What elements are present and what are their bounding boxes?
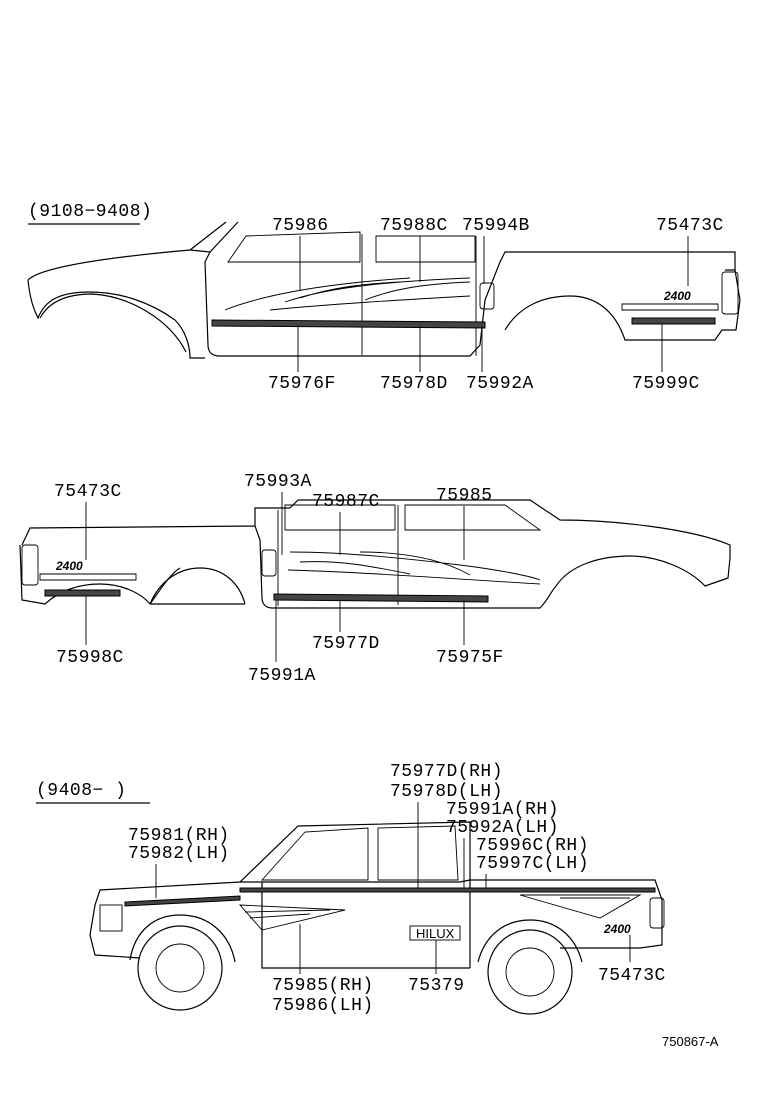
bed-emblem-2400: 2400 — [603, 922, 631, 936]
fender-graphic — [238, 904, 346, 931]
part-75998C: 75998C — [56, 648, 124, 668]
bed-graphic — [519, 894, 642, 919]
part-75982-LH: 75982(LH) — [128, 844, 230, 864]
part-75975F: 75975F — [436, 648, 504, 668]
front-tire — [137, 925, 223, 1011]
part-75994B: 75994B — [462, 216, 530, 236]
part-75473C-top: 75473C — [656, 216, 724, 236]
part-75977D-RH: 75977D(RH) — [390, 762, 503, 782]
late-rear-wheel-arch — [477, 919, 583, 963]
late-windows — [260, 825, 459, 881]
leaders-early-right — [297, 236, 689, 372]
leaders-early-left — [85, 492, 465, 662]
left-rear-bed-stripe — [44, 589, 121, 597]
rear-emblem-base — [621, 303, 719, 311]
part-75985-RH: 75985(RH) — [272, 976, 374, 996]
beltline-stripe — [239, 887, 656, 893]
leaders-late — [155, 802, 631, 974]
late-tail-lamp — [649, 897, 665, 929]
part-75997C-LH: 75997C(LH) — [476, 854, 589, 874]
section-late: (9408− ) HILUX 2400 75977D(RH) 75978D(LH… — [36, 762, 719, 1049]
door-emblem-hilux: HILUX — [416, 926, 455, 941]
hood-stripe — [124, 895, 241, 907]
section-early-left-side: 2400 75473C 75993A 75987C 75985 75998C 7… — [19, 472, 731, 686]
part-75978D-LH: 75978D(LH) — [390, 782, 503, 802]
late-front-wheel-arch — [129, 914, 236, 963]
rear-bed-stripe — [631, 317, 716, 325]
headlamp — [99, 904, 123, 932]
left-cab-window — [284, 504, 542, 531]
cab-window — [227, 231, 476, 263]
part-75985-left: 75985 — [436, 486, 493, 506]
left-fuel-door — [261, 549, 277, 577]
fuel-door — [479, 282, 495, 310]
part-75991A-RH: 75991A(RH) — [446, 800, 559, 820]
door-emblem-box — [409, 925, 461, 941]
rear-emblem-2400: 2400 — [663, 289, 691, 303]
part-75977D: 75977D — [312, 634, 380, 654]
part-75991A: 75991A — [248, 666, 316, 686]
part-75992A: 75992A — [466, 374, 534, 394]
part-75993A: 75993A — [244, 472, 312, 492]
part-75987C: 75987C — [312, 492, 380, 512]
part-75978D: 75978D — [380, 374, 448, 394]
part-75379: 75379 — [408, 976, 465, 996]
left-front-wheel-arch — [555, 555, 731, 587]
truck-outline-right — [27, 221, 736, 359]
range-label-late: (9408− ) — [36, 781, 126, 801]
part-75986: 75986 — [272, 216, 329, 236]
rear-rim — [505, 947, 555, 997]
lower-body-stripe — [211, 319, 486, 329]
section-early-right-side: (9108−9408) 2400 75986 75988C 75994B 754… — [27, 202, 741, 394]
left-tail-lamp — [21, 544, 39, 586]
part-75976F: 75976F — [268, 374, 336, 394]
figure-id: 750867-A — [662, 1034, 719, 1049]
left-emblem-2400: 2400 — [55, 559, 83, 573]
truck-outline-left — [19, 499, 731, 609]
left-emblem-base — [39, 573, 137, 581]
left-upper-stripe-graphic — [287, 551, 541, 585]
truck-3q-outline — [89, 821, 663, 969]
rear-wheel-arch — [504, 269, 741, 341]
front-rim — [155, 943, 205, 993]
tail-lamp — [721, 271, 739, 315]
front-wheel-arch — [39, 293, 187, 353]
part-75988C: 75988C — [380, 216, 448, 236]
part-75999C: 75999C — [632, 374, 700, 394]
part-75981-RH: 75981(RH) — [128, 826, 230, 846]
rear-tire — [487, 929, 573, 1015]
upper-stripe-graphic — [224, 277, 471, 311]
range-label-early: (9108−9408) — [28, 202, 152, 222]
left-rear-wheel-arch — [149, 567, 246, 605]
left-lower-body-stripe — [273, 593, 489, 603]
part-75992A-LH: 75992A(LH) — [446, 818, 559, 838]
part-75996C-RH: 75996C(RH) — [476, 836, 589, 856]
part-75473C-late: 75473C — [598, 966, 666, 986]
part-75986-LH: 75986(LH) — [272, 996, 374, 1016]
part-75473C-left: 75473C — [54, 482, 122, 502]
